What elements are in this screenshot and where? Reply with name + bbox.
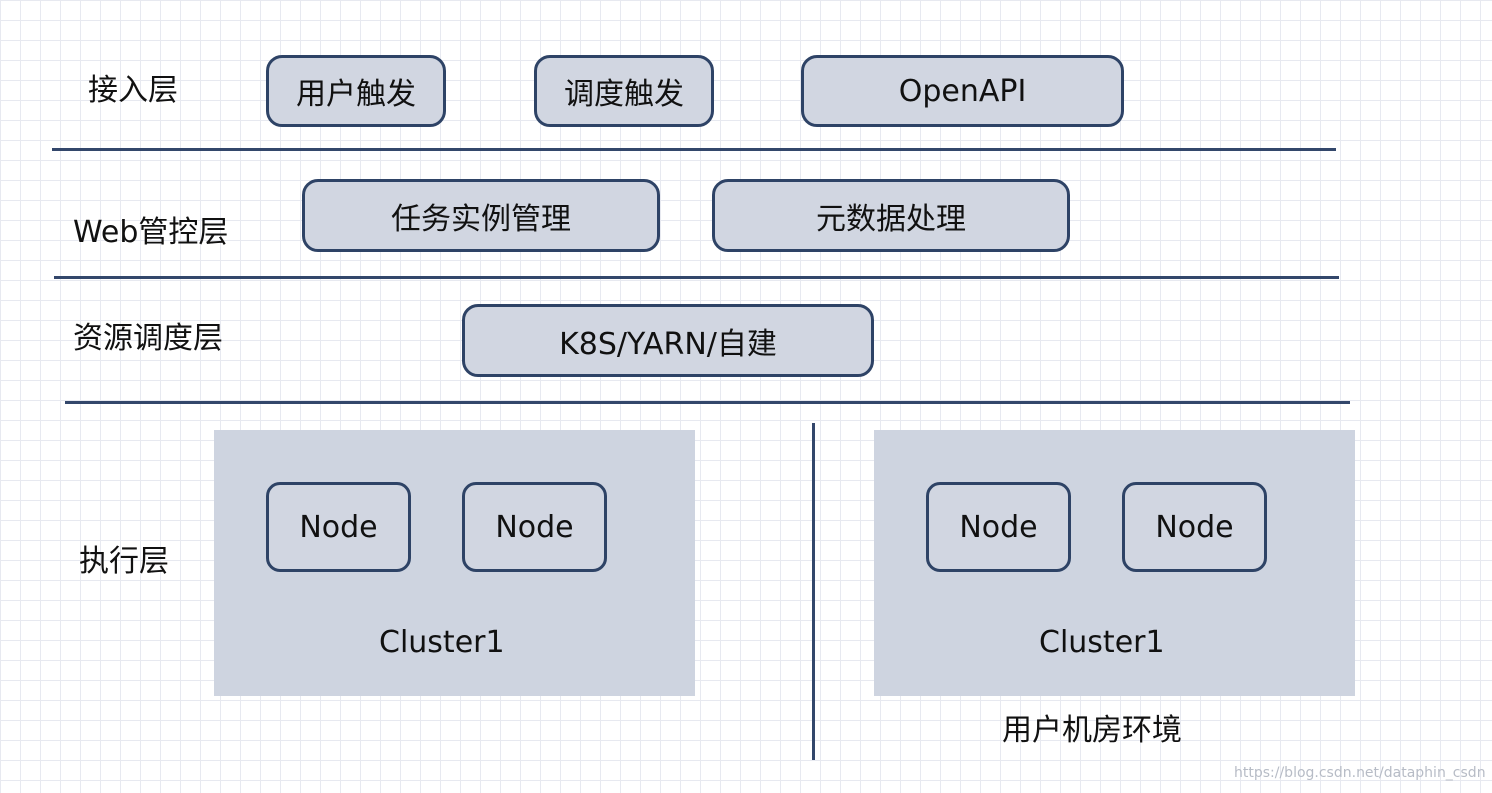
cluster-1: Node Node Cluster1 bbox=[214, 430, 695, 696]
divider-web-resource bbox=[54, 276, 1339, 279]
cluster-2: Node Node Cluster1 bbox=[874, 430, 1355, 696]
cluster-2-node-2: Node bbox=[1122, 482, 1267, 572]
divider-resource-execution bbox=[65, 401, 1350, 404]
environment-label: 用户机房环境 bbox=[1002, 713, 1182, 748]
access-box-openapi: OpenAPI bbox=[801, 55, 1124, 127]
cluster-2-label: Cluster1 bbox=[1039, 625, 1165, 660]
cluster-1-label: Cluster1 bbox=[379, 625, 505, 660]
web-box-task-instance: 任务实例管理 bbox=[302, 179, 660, 252]
access-box-user-trigger: 用户触发 bbox=[266, 55, 446, 127]
layer-label-access: 接入层 bbox=[88, 73, 178, 108]
environment-separator bbox=[812, 423, 815, 760]
cluster-1-node-1: Node bbox=[266, 482, 411, 572]
divider-access-web bbox=[52, 148, 1336, 151]
cluster-2-node-1: Node bbox=[926, 482, 1071, 572]
layer-label-resource: 资源调度层 bbox=[73, 321, 223, 356]
access-box-schedule-trigger: 调度触发 bbox=[534, 55, 714, 127]
watermark: https://blog.csdn.net/dataphin_csdn bbox=[1234, 765, 1486, 781]
layer-label-execution: 执行层 bbox=[79, 544, 169, 579]
resource-box-scheduler: K8S/YARN/自建 bbox=[462, 304, 874, 377]
cluster-1-node-2: Node bbox=[462, 482, 607, 572]
layer-label-web: Web管控层 bbox=[73, 215, 229, 250]
web-box-metadata: 元数据处理 bbox=[712, 179, 1070, 252]
